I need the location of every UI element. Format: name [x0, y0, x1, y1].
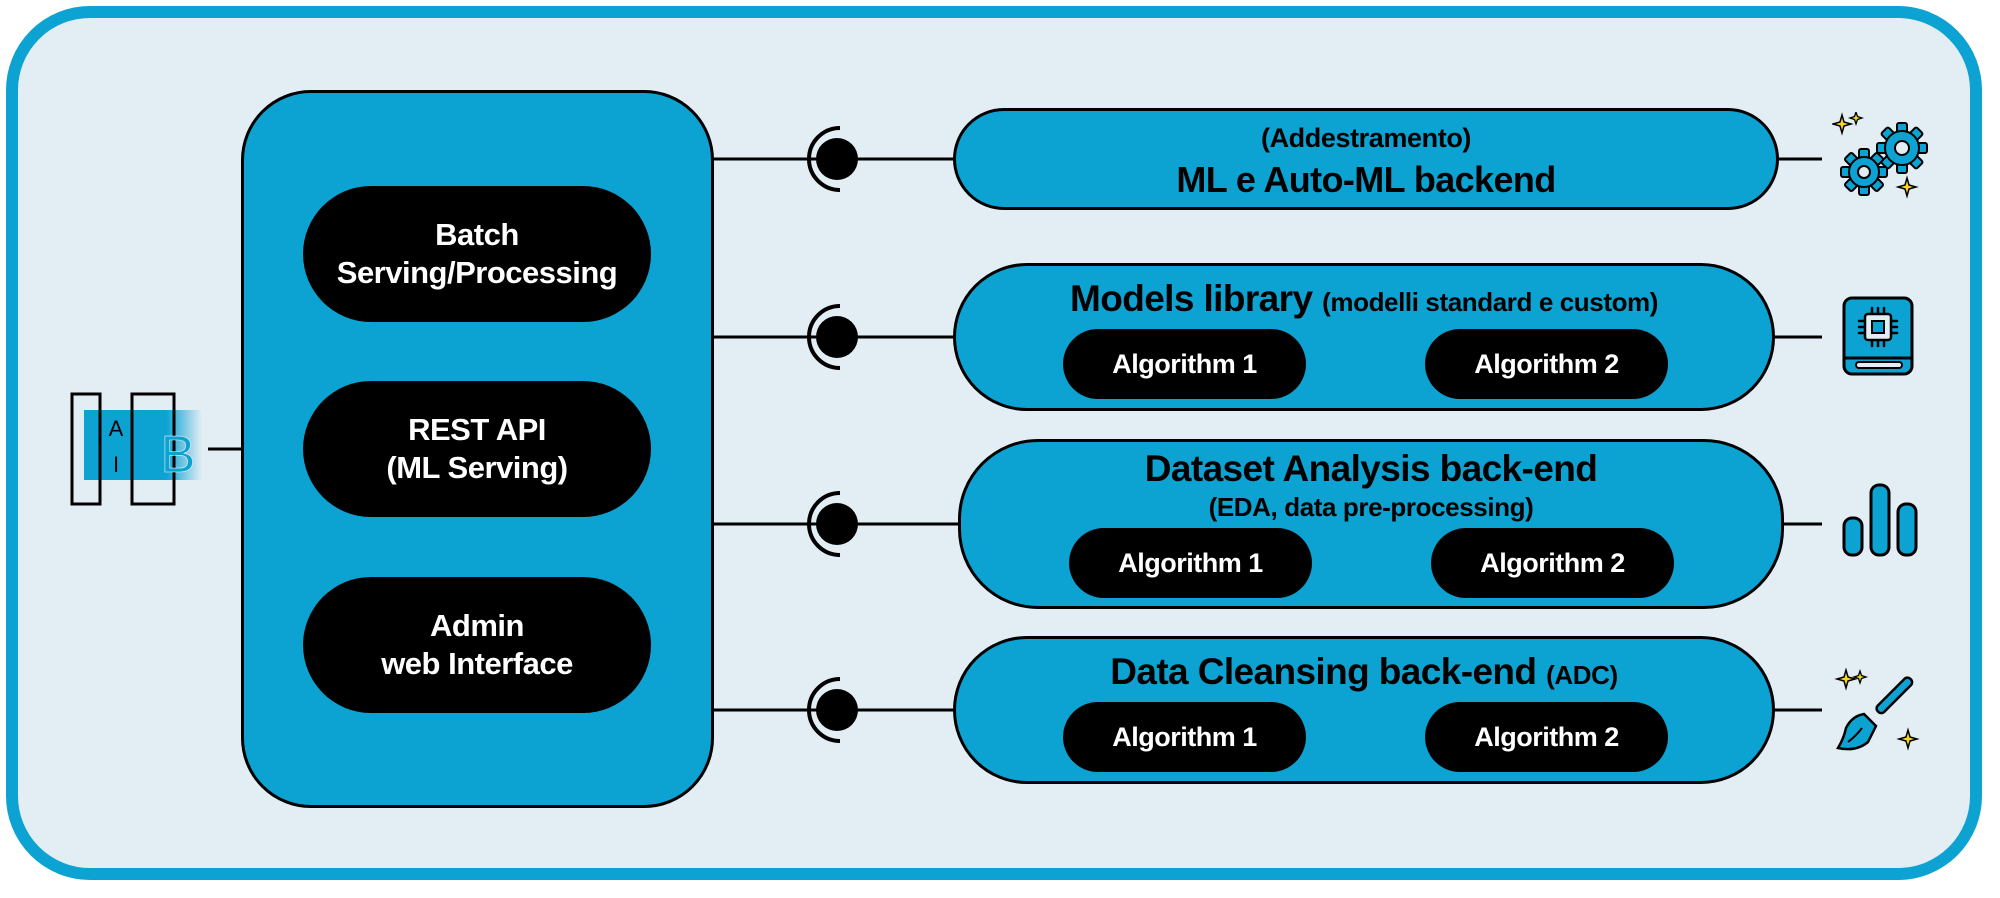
chip-book-icon [1842, 296, 1914, 376]
interface-socket-3 [807, 491, 858, 557]
aib-logo: A I B [70, 392, 202, 506]
hub-item-batch-line1: Batch [435, 217, 519, 252]
broom-sparkle-icon [1834, 668, 1920, 751]
cleansing-algorithm-1[interactable]: Algorithm 1 [1063, 702, 1306, 772]
module-models-note: (modelli standard e custom) [1322, 287, 1659, 317]
interface-socket-4 [807, 677, 858, 743]
hub-item-rest-api-line1: REST API [408, 412, 546, 447]
bar-chart-icon [1842, 483, 1918, 557]
hub-item-rest-api-line2: (ML Serving) [386, 450, 568, 485]
dataset-algorithm-2[interactable]: Algorithm 2 [1431, 528, 1674, 598]
module-models-title: Models library [1069, 278, 1313, 319]
logo-letter-i: I [113, 452, 119, 477]
logo-letter-a: A [109, 416, 124, 441]
models-algorithm-2[interactable]: Algorithm 2 [1425, 329, 1668, 399]
module-cleansing-note: (ADC) [1546, 660, 1618, 690]
gears-sparkle-icon [1832, 112, 1928, 199]
module-dataset-analysis: Dataset Analysis back-end (EDA, data pre… [958, 439, 1784, 609]
module-ml-backend: (Addestramento) ML e Auto-ML backend [953, 108, 1779, 210]
module-ml-title: ML e Auto-ML backend [1176, 159, 1556, 200]
models-algorithm-1[interactable]: Algorithm 1 [1063, 329, 1306, 399]
dataset-algorithm-1[interactable]: Algorithm 1 [1069, 528, 1312, 598]
module-cleansing-title: Data Cleansing back-end [1110, 651, 1537, 692]
hub-item-batch-line2: Serving/Processing [336, 255, 618, 290]
module-dataset-subtitle: (EDA, data pre-processing) [1208, 492, 1534, 522]
hub-item-admin-line2: web Interface [381, 646, 573, 681]
cleansing-algorithm-2[interactable]: Algorithm 2 [1425, 702, 1668, 772]
interface-socket-2 [807, 304, 858, 370]
module-data-cleansing: Data Cleansing back-end (ADC) Algorithm … [953, 636, 1775, 784]
module-ml-subtitle: (Addestramento) [1260, 123, 1471, 153]
interface-socket-1 [807, 126, 858, 192]
module-dataset-title: Dataset Analysis back-end [1144, 448, 1598, 489]
logo-letter-b: B [161, 426, 196, 484]
module-models-library: Models library (modelli standard e custo… [953, 263, 1775, 411]
hub-item-admin-line1: Admin [430, 608, 524, 643]
hub-item-rest-api[interactable]: REST API(ML Serving) [303, 381, 651, 517]
